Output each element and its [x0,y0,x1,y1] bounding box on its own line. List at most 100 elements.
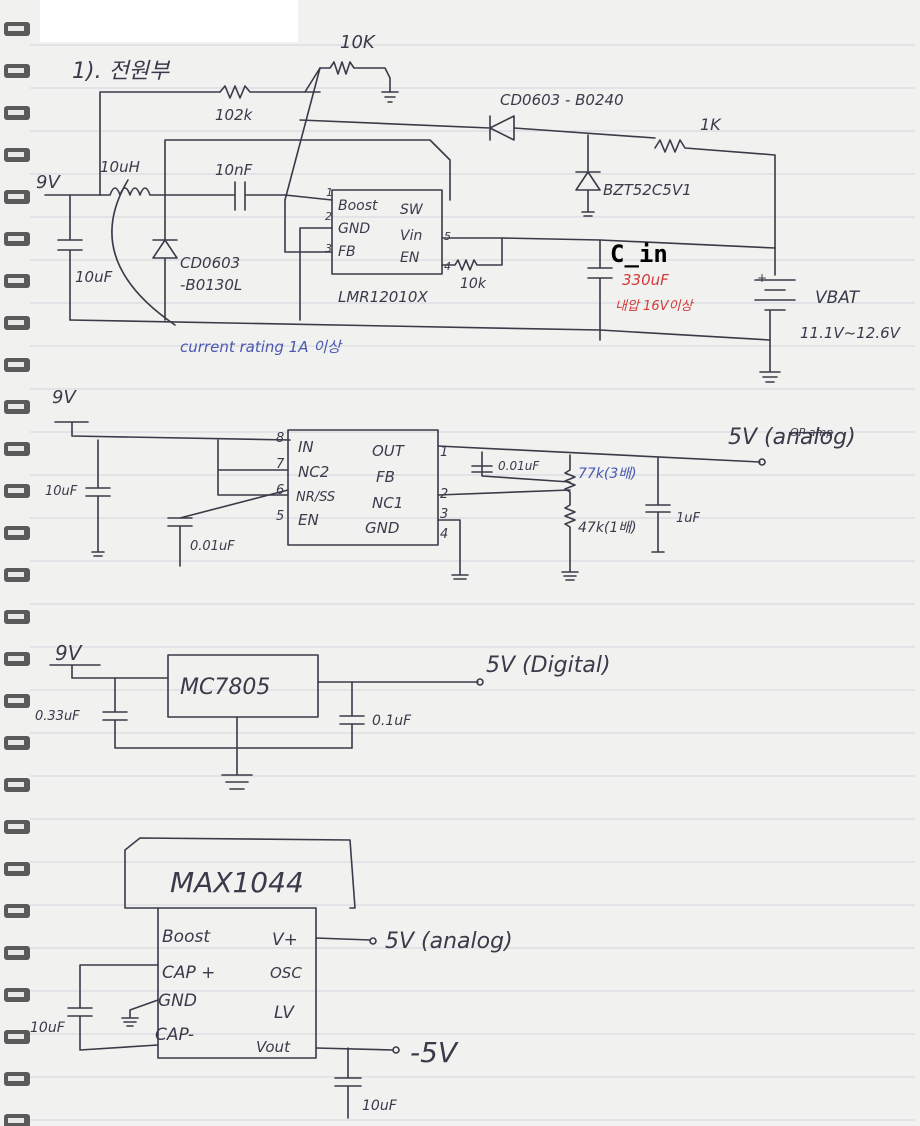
s2-pin-fb: FB [376,468,395,486]
s3-output-label: 5V (Digital) [486,653,611,678]
pin-num-1: 1 [326,186,333,199]
section-4-max1044: MAX1044 Boost CAP + GND CAP- V+ OSC LV V… [30,837,513,1119]
capacitor-10uf [57,194,83,321]
zener-diode [575,134,601,217]
spiral-ring-highlight [8,782,24,787]
s2-pin-num-1: 1 [440,445,448,460]
ic-pin-sw: SW [400,202,424,218]
spiral-ring-highlight [8,1076,24,1081]
section-3-7805: 9V 0.33uF MC7805 0.1uF 5V (Digital) [35,641,611,790]
s3-input-wire [49,664,169,679]
feedback-wire-left [99,91,221,196]
capacitor-10uf-label: 10uF [75,268,113,286]
en-resistor-label: 10k [460,276,487,292]
s2-pin-nrss: NR/SS [296,490,335,505]
spiral-ring-highlight [8,698,24,703]
s2-cap-fb [645,457,671,553]
s2-pin-num-5: 5 [276,509,284,524]
spiral-ring-highlight [8,824,24,829]
s3-cap-out-label: 0.1uF [372,713,412,729]
pin-num-5: 5 [444,230,451,243]
s2-cap-fb-label: 1uF [676,511,701,526]
s2-pin-in: IN [298,438,314,456]
s4-pin-lv: LV [274,1003,295,1023]
s4-output-terminal [392,1046,400,1054]
pin-num-2: 2 [325,210,332,223]
spiral-ring-highlight [8,530,24,535]
inductor-label: 10uH [100,158,140,176]
en-resistor [441,237,503,271]
s4-pin-cap-plus: CAP + [162,963,215,983]
s3-ground [221,716,253,790]
spiral-ring-highlight [8,26,24,31]
s4-pin-vplus: V+ [272,930,298,950]
s2-pin-num-3: 3 [440,507,448,522]
spiral-ring-highlight [8,1034,24,1039]
ground-symbol [381,91,399,103]
s2-cap-10uf [85,439,111,557]
spiral-ring-highlight [8,656,24,661]
s2-cap-nr-label: 0.01uF [190,539,235,554]
s4-out-cap [334,1047,362,1119]
current-note: current rating 1A 이상 [180,338,343,356]
fb-wire [284,67,321,201]
spiral-ring-highlight [8,68,24,73]
battery-range: 11.1V~12.6V [800,324,902,342]
s3-cap-out [339,681,365,749]
s2-pin-num-7: 7 [276,457,285,472]
s2-pin-gnd: GND [365,519,399,537]
s3-ic-mc7805 [167,654,319,718]
ic-left-wires [284,194,333,321]
ruled-lines [30,44,915,1121]
s2-cap-10uf-label: 10uF [45,484,78,499]
battery-plus: + [757,271,767,285]
battery-vbat [754,247,796,383]
s2-en-wire [217,439,289,496]
capacitor-c-in [587,239,613,341]
s2-pin-out: OUT [372,442,406,460]
spiral-ring-highlight [8,236,24,241]
current-note-arrow [111,179,176,326]
inductor-10uh [99,187,166,196]
ground-rail [69,319,771,341]
s4-out-cap-label: 10uF [362,1098,398,1114]
s2-pin-num-4: 4 [440,527,448,542]
s4-boost-loop [124,837,356,909]
capacitor-10nf-label: 10nF [215,161,253,179]
spiral-ring-highlight [8,1118,24,1123]
spiral-ring-highlight [8,194,24,199]
s4-input-label: 5V (analog) [385,929,513,954]
ic-pin-boost: Boost [338,198,378,214]
s4-pin-boost: Boost [162,927,211,947]
resistor-102k [219,85,321,99]
s2-fb-divider [561,454,579,581]
s3-ic-label: MC7805 [180,675,270,700]
s4-input-terminal [369,937,377,945]
s4-pin-cap-minus: CAP- [155,1025,194,1045]
s2-cap-out [471,451,571,483]
s2-cap-nr [167,489,289,567]
diode-top-label: CD0603 - B0240 [500,91,624,109]
s4-pin-osc: OSC [270,964,302,982]
spiral-ring-highlight [8,614,24,619]
resistor-10k-label: 10K [340,32,376,53]
s2-cap-out-label: 0.01uF [498,459,540,473]
s2-pin-num-6: 6 [276,483,284,498]
s4-ic-label: MAX1044 [170,866,304,899]
zener-label: BZT52C5V1 [603,181,692,199]
s2-ic [287,429,439,546]
s2-pin-en: EN [298,511,319,529]
spiral-ring-highlight [8,320,24,325]
resistor-1k [654,139,776,249]
s2-fb-gnd-wires [437,489,571,580]
s2-pin-nc1: NC1 [372,494,403,512]
redaction-box [40,0,298,42]
s3-output-terminal [476,678,484,686]
spiral-ring-highlight [8,278,24,283]
ic-pin-en: EN [400,250,420,266]
schottky-diode [152,194,178,321]
s2-input-voltage: 9V [52,387,77,408]
spiral-ring-highlight [8,488,24,493]
diode-cd0603-b0240 [299,115,656,141]
